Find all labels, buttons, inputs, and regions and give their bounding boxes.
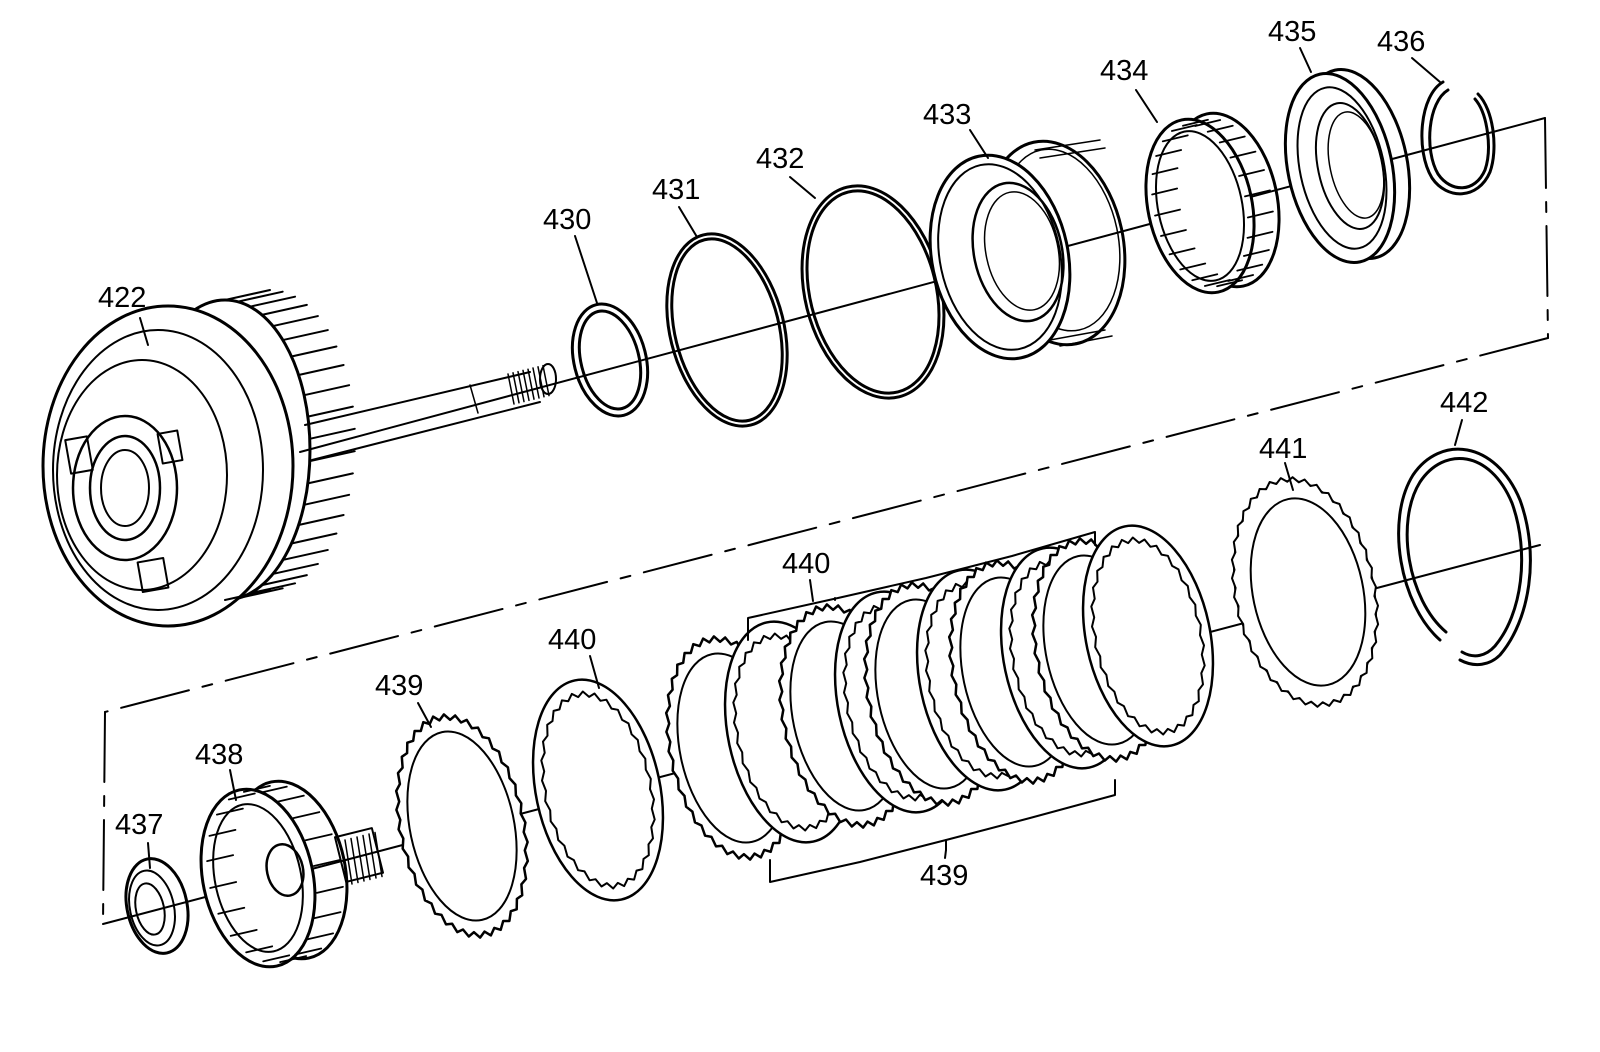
part-422-input-drum — [41, 289, 557, 628]
part-441-backing-plate — [1230, 476, 1380, 708]
part-430-seal-ring — [570, 302, 650, 418]
callout-439-bottom: 439 — [920, 860, 968, 892]
callout-438: 438 — [195, 739, 243, 771]
callout-422: 422 — [98, 282, 146, 314]
part-433-piston — [928, 139, 1127, 361]
callout-440-upper: 440 — [782, 548, 830, 580]
clutch-pack-plates — [394, 524, 1215, 939]
callout-433: 433 — [923, 99, 971, 131]
callout-434: 434 — [1100, 55, 1148, 87]
part-437-thrust-washer — [124, 857, 190, 955]
part-442-snap-ring — [1397, 447, 1532, 667]
callout-439-top: 439 — [375, 670, 423, 702]
callout-430: 430 — [543, 204, 591, 236]
part-436-snap-ring — [1420, 80, 1496, 196]
callout-436: 436 — [1377, 26, 1425, 58]
callout-leaders — [139, 47, 1463, 869]
part-431-seal — [665, 232, 789, 428]
callout-437: 437 — [115, 809, 163, 841]
part-434-spring-assembly — [1144, 111, 1281, 295]
callout-brackets — [747, 531, 1116, 883]
callout-431: 431 — [652, 174, 700, 206]
callout-435: 435 — [1268, 16, 1316, 48]
callout-441: 441 — [1259, 433, 1307, 465]
callout-432: 432 — [756, 143, 804, 175]
callout-labels: 422 430 431 432 433 434 435 436 437 438 … — [98, 16, 1488, 892]
part-438-clutch-hub — [199, 779, 384, 969]
callout-440-lower: 440 — [548, 624, 596, 656]
part-435-retainer — [1283, 67, 1412, 265]
callout-442: 442 — [1440, 387, 1488, 419]
